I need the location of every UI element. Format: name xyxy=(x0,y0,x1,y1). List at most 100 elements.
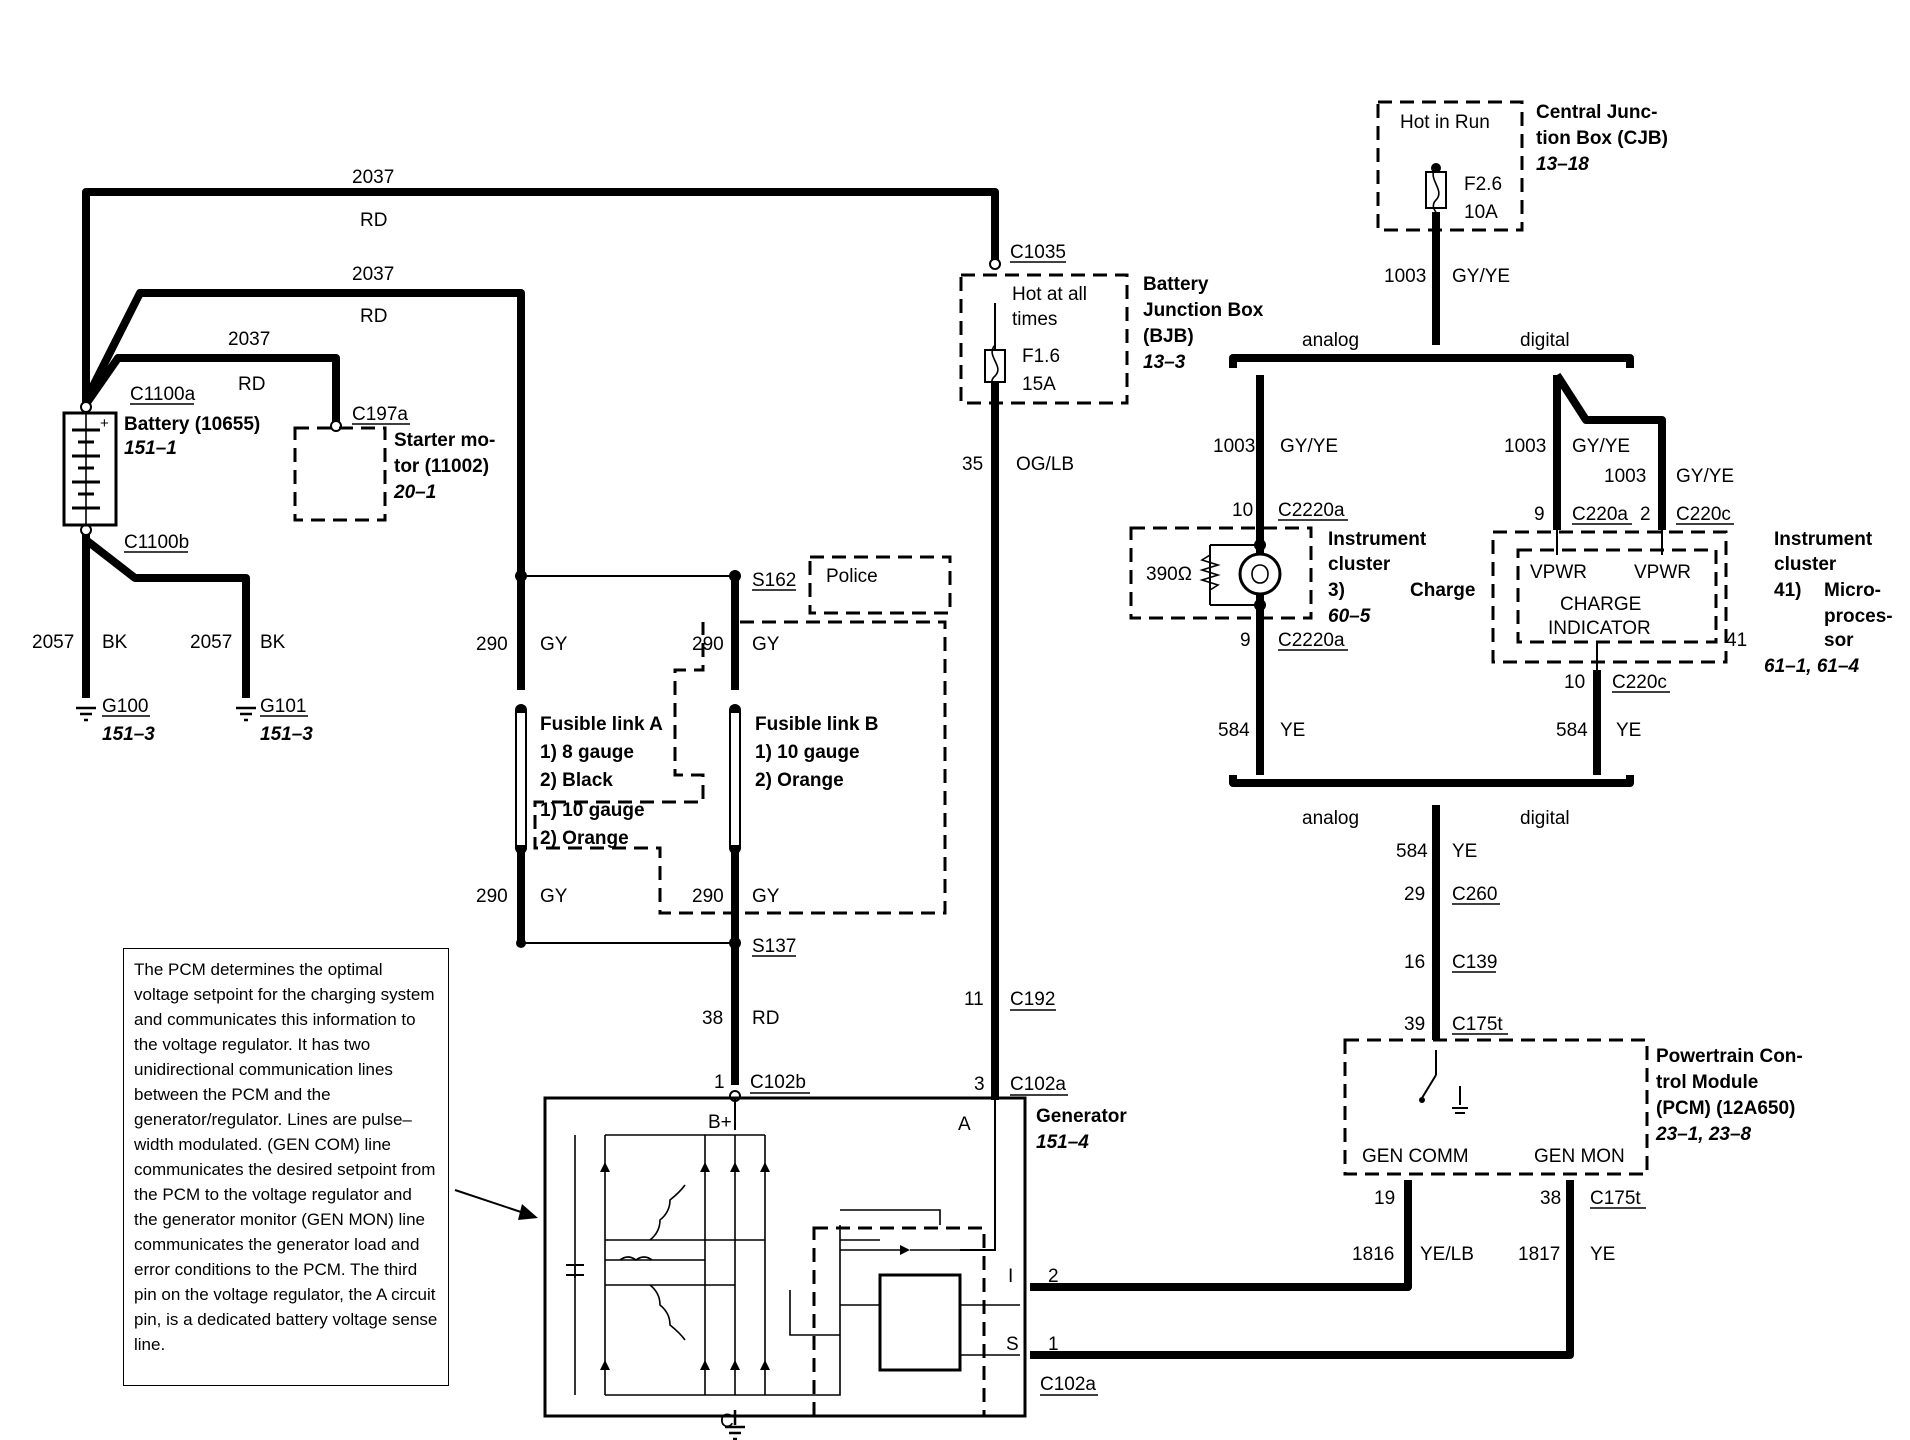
ye1817-color: YE xyxy=(1590,1244,1615,1265)
ic-left-pin-bot: 9 xyxy=(1240,630,1251,651)
gy290-3-circuit: 290 xyxy=(692,634,724,655)
fusible-a-title: Fusible link A xyxy=(540,714,663,735)
fuse-icons xyxy=(984,163,1447,389)
ic-right-pins xyxy=(1556,530,1663,670)
cjb-hot-label: Hot in Run xyxy=(1400,112,1490,133)
generator-i: I xyxy=(1008,1266,1013,1287)
ic-left-out-color: YE xyxy=(1280,720,1305,741)
gy290-2-circuit: 290 xyxy=(476,886,508,907)
pcm-gen-comm: GEN COMM xyxy=(1362,1146,1469,1167)
pcm-gen-mon: GEN MON xyxy=(1534,1146,1625,1167)
c102a-pin-1: 1 xyxy=(1048,1334,1059,1355)
ic-left-resistor: 390Ω xyxy=(1146,564,1192,585)
pcm-name-2: trol Module xyxy=(1656,1072,1758,1093)
pcm-connector: C175t xyxy=(1590,1188,1641,1209)
c139-pin: 16 xyxy=(1404,952,1425,973)
fusible-b-1: 1) 10 gauge xyxy=(755,742,860,763)
bjb-ref: 13–3 xyxy=(1143,352,1186,373)
ic-right-vpwr-1: VPWR xyxy=(1530,562,1587,583)
starter-ref: 20–1 xyxy=(393,482,436,503)
ic-right-label-2: proces- xyxy=(1824,606,1893,627)
wire-2037-c-color: RD xyxy=(238,374,265,395)
generator-symbol xyxy=(543,1096,1027,1418)
c102a-pin-2: 2 xyxy=(1048,1266,1059,1287)
cjb-fuse: F2.6 xyxy=(1464,174,1502,195)
ye1817-circuit: 1817 xyxy=(1518,1244,1560,1265)
ic-left-color: GY/YE xyxy=(1280,436,1338,457)
gy290-3-color: GY xyxy=(752,634,780,655)
wire-2037-b-circuit: 2037 xyxy=(352,264,394,285)
c192-connector: C192 xyxy=(1010,989,1055,1010)
digital-label-top: digital xyxy=(1520,330,1570,351)
dashed-boxes xyxy=(293,100,1728,1418)
ground-1-ref: 151–3 xyxy=(102,724,155,745)
starter-name-1: Starter mo- xyxy=(394,430,495,451)
c102a-connector: C102a xyxy=(1010,1074,1066,1095)
ic-left-name-1: Instrument xyxy=(1328,529,1427,550)
fusible-a-4: 2) Orange xyxy=(540,828,629,849)
pcm-pin-38: 38 xyxy=(1540,1188,1561,1209)
ic-right-color-1: GY/YE xyxy=(1572,436,1630,457)
generator-name: Generator xyxy=(1036,1106,1127,1127)
gy290-4-circuit: 290 xyxy=(692,886,724,907)
c192-pin: 11 xyxy=(964,989,984,1010)
gy290-2-color: GY xyxy=(540,886,568,907)
pcm-name-3: (PCM) (12A650) xyxy=(1656,1098,1795,1119)
cjb-out-circuit: 1003 xyxy=(1384,266,1426,287)
c102a-pin: 3 xyxy=(974,1074,985,1095)
c260-connector: C260 xyxy=(1452,884,1497,905)
ic-right-conn-1: C220a xyxy=(1572,504,1628,525)
gy290-1-color: GY xyxy=(540,634,568,655)
pcm-switch xyxy=(1419,1050,1468,1114)
generator-ref: 151–4 xyxy=(1036,1132,1089,1153)
rd38-color: RD xyxy=(752,1008,779,1029)
ground-1-circuit: 2057 xyxy=(32,632,74,653)
ic-right-out-color: YE xyxy=(1616,720,1641,741)
battery-ref: 151–1 xyxy=(124,438,177,459)
ic-right-label-3: sor xyxy=(1824,630,1854,651)
ground-2-color: BK xyxy=(260,632,286,653)
generator-bplus: B+ xyxy=(708,1112,732,1133)
fusible-b-2: 2) Orange xyxy=(755,770,844,791)
battery-name: Battery (10655) xyxy=(124,414,260,435)
cjb-amp: 10A xyxy=(1464,202,1498,223)
starter-name-2: tor (11002) xyxy=(394,456,489,477)
fusible-b-title: Fusible link B xyxy=(755,714,879,735)
c175t-connector: C175t xyxy=(1452,1014,1503,1035)
bjb-out-circuit: 35 xyxy=(962,454,983,475)
ic-right-vpwr-2: VPWR xyxy=(1634,562,1691,583)
ic-left-out-circuit: 584 xyxy=(1218,720,1250,741)
ic-right-pin-out: 10 xyxy=(1564,672,1585,693)
gy290-4-color: GY xyxy=(752,886,780,907)
description-note: The PCM determines the optimal voltage s… xyxy=(123,948,449,1386)
ground-icons xyxy=(76,706,745,1440)
police-label: Police xyxy=(826,566,878,587)
ic-right-conn-out: C220c xyxy=(1612,672,1667,693)
ground-1-color: BK xyxy=(102,632,128,653)
ground-2-ref: 151–3 xyxy=(260,724,313,745)
ye584-circuit: 584 xyxy=(1396,841,1428,862)
pcm-name-1: Powertrain Con- xyxy=(1656,1046,1803,1067)
ye584-color: YE xyxy=(1452,841,1477,862)
lb1816-color: YE/LB xyxy=(1420,1244,1474,1265)
ic-left-label: Charge xyxy=(1410,580,1475,601)
generator-a: A xyxy=(958,1114,971,1135)
svg-text:+: + xyxy=(100,415,109,432)
ic-left-ref: 60–5 xyxy=(1328,606,1371,627)
starter-connector: C197a xyxy=(352,404,408,425)
ic-right-name-1: Instrument xyxy=(1774,529,1873,550)
note-arrow-icon xyxy=(454,1189,538,1220)
ic-right-num: 41) xyxy=(1774,580,1801,601)
bjb-amp: 15A xyxy=(1022,374,1056,395)
ground-2-name: G101 xyxy=(260,696,306,717)
lb1816-circuit: 1816 xyxy=(1352,1244,1394,1265)
bjb-name-3: (BJB) xyxy=(1143,326,1194,347)
fusible-a-1: 1) 8 gauge xyxy=(540,742,634,763)
cjb-name-2: tion Box (CJB) xyxy=(1536,128,1668,149)
ic-left-conn-bot: C2220a xyxy=(1278,630,1345,651)
ground-2-circuit: 2057 xyxy=(190,632,232,653)
ic-right-indicator-1: CHARGE xyxy=(1560,594,1641,615)
battery-top-connector: C1100a xyxy=(130,384,196,405)
ic-right-out-circuit: 584 xyxy=(1556,720,1588,741)
